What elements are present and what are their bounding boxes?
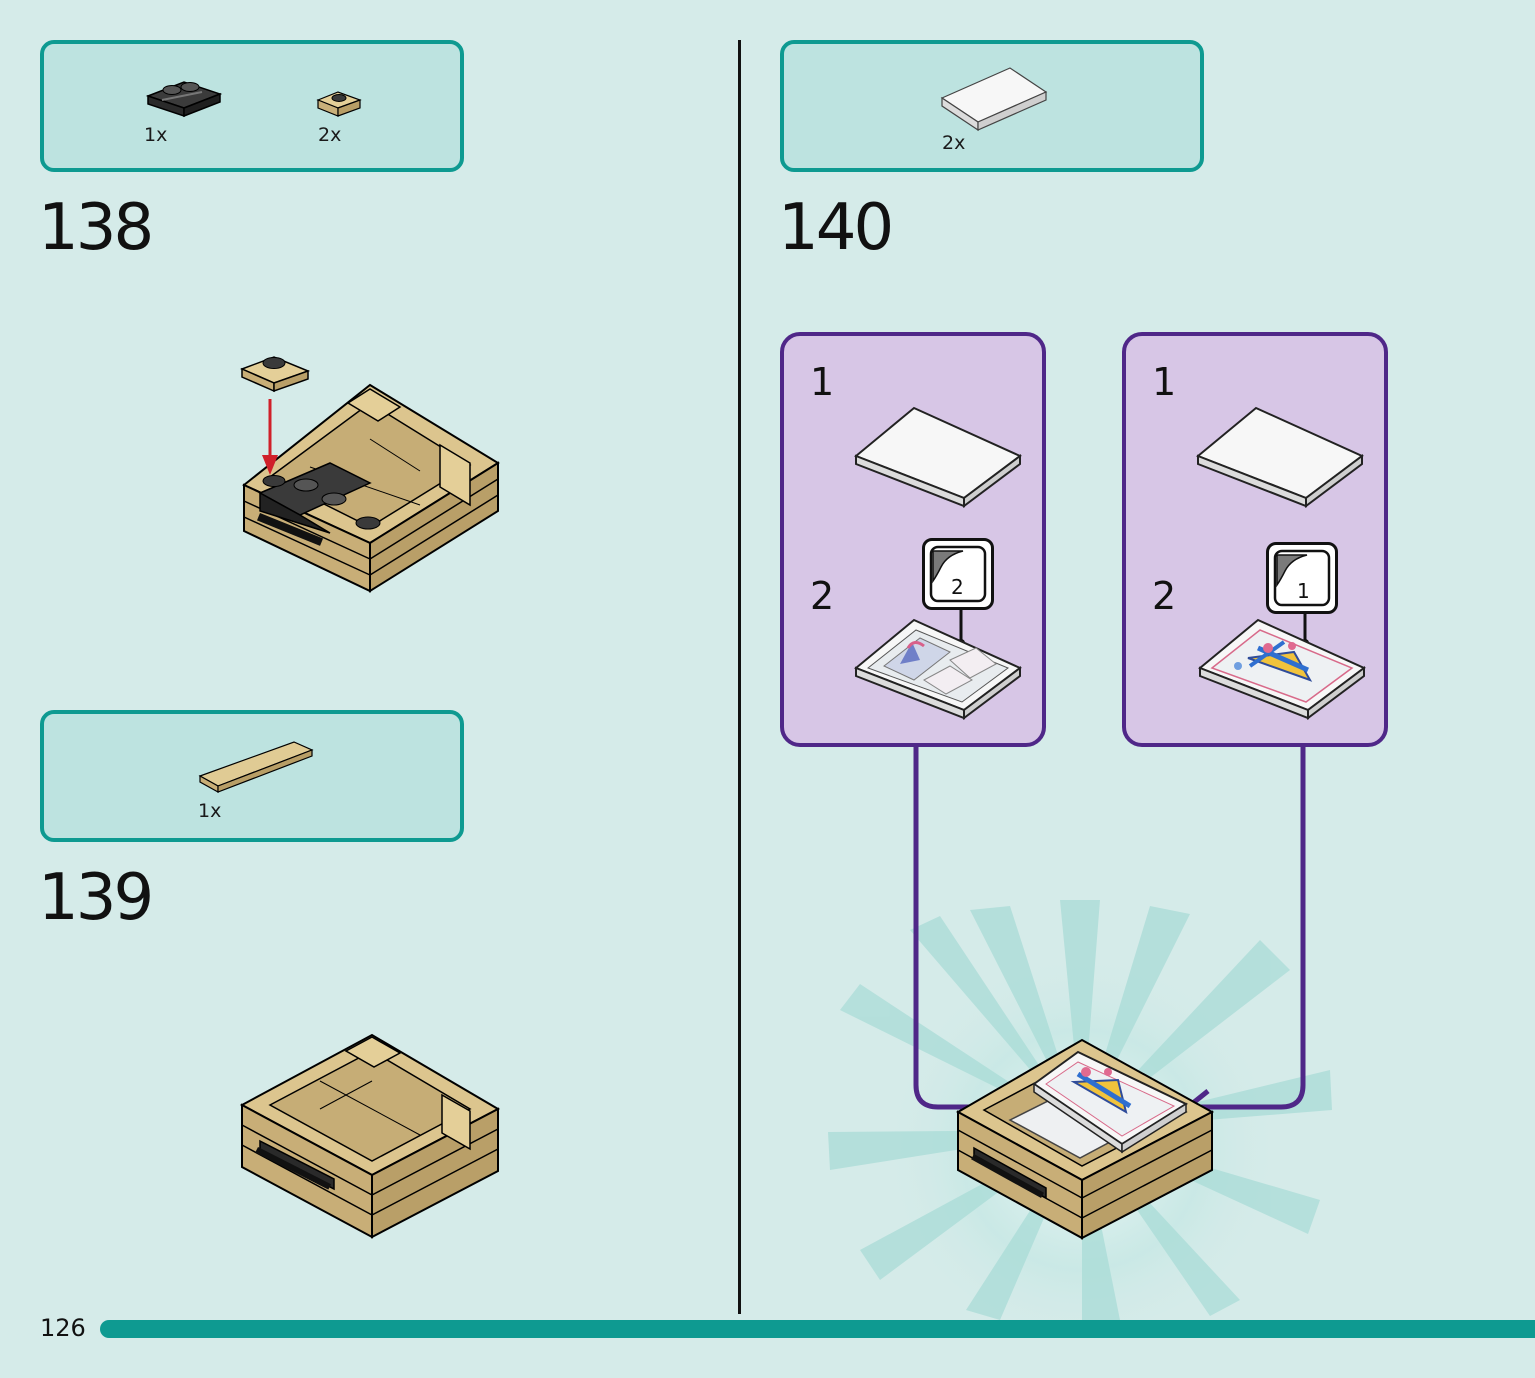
sticker-number: 1 bbox=[1297, 579, 1310, 603]
sticker-callout: 1 bbox=[1266, 542, 1338, 614]
tan-1x1-plate-icon bbox=[316, 91, 362, 117]
white-tile-icon bbox=[854, 406, 1022, 508]
page-number: 126 bbox=[40, 1314, 86, 1342]
tan-1x4-tile-icon bbox=[198, 741, 314, 794]
subassembly-box-left: 1 2 2 bbox=[780, 332, 1046, 747]
model-assembly-step-139 bbox=[239, 1033, 501, 1239]
stickered-tile-icon bbox=[854, 618, 1022, 720]
substep-number: 1 bbox=[1152, 360, 1177, 404]
part-quantity: 2x bbox=[318, 124, 342, 146]
subassembly-box-right: 1 2 1 bbox=[1122, 332, 1388, 747]
dark-grey-plate-with-rail-icon bbox=[145, 81, 223, 118]
part-quantity: 1x bbox=[144, 124, 168, 146]
step-number: 139 bbox=[38, 861, 154, 935]
column-divider bbox=[738, 40, 741, 1314]
parts-callout-step-138: 1x 2x bbox=[40, 40, 464, 172]
part-quantity: 2x bbox=[942, 132, 966, 154]
substep-number: 1 bbox=[810, 360, 835, 404]
substep-number: 2 bbox=[1152, 574, 1177, 618]
page-progress-bar bbox=[100, 1320, 1535, 1338]
sticker-callout: 2 bbox=[922, 538, 994, 610]
sticker-peel-icon bbox=[929, 545, 987, 603]
step-number: 138 bbox=[38, 191, 154, 265]
parts-callout-step-139: 1x bbox=[40, 710, 464, 842]
white-tile-icon bbox=[1196, 406, 1364, 508]
stickered-tile-icon bbox=[1198, 618, 1366, 720]
model-assembly-step-140 bbox=[955, 1038, 1215, 1240]
substep-number: 2 bbox=[810, 574, 835, 618]
parts-callout-step-140: 2x bbox=[780, 40, 1204, 172]
white-2x3-tile-icon bbox=[940, 67, 1048, 132]
step-number: 140 bbox=[778, 191, 894, 265]
part-quantity: 1x bbox=[198, 800, 222, 822]
sticker-peel-icon bbox=[1273, 549, 1331, 607]
sticker-number: 2 bbox=[951, 575, 964, 599]
model-assembly-step-138 bbox=[240, 356, 500, 593]
